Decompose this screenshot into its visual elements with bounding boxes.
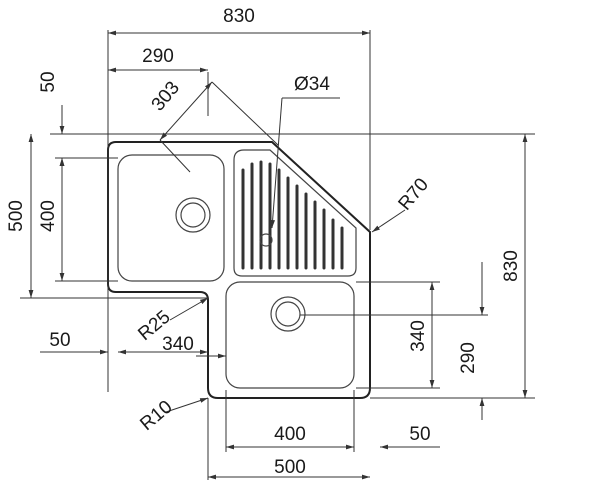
drainboard-drain bbox=[259, 233, 273, 247]
left-drain-inner bbox=[180, 202, 206, 228]
dim-bottom-offset: 290 bbox=[458, 342, 479, 374]
dim-side-strip: 50 bbox=[49, 330, 70, 351]
dimension-lines bbox=[28, 30, 528, 480]
dim-bottom-strip: 50 bbox=[409, 424, 430, 445]
dim-bottom-bowl: 400 bbox=[274, 424, 306, 445]
bottom-bowl bbox=[225, 281, 355, 389]
dim-bowl-height: 340 bbox=[408, 320, 429, 352]
dim-top-strip: 50 bbox=[38, 71, 59, 92]
dim-drain-diameter: Ø34 bbox=[294, 74, 330, 95]
dim-corner-radius: R70 bbox=[395, 174, 433, 214]
dim-left-bowl: 400 bbox=[38, 200, 59, 232]
dim-left-offset: 290 bbox=[142, 46, 174, 67]
bottom-drain-outer bbox=[270, 296, 306, 332]
extension-lines bbox=[20, 30, 535, 480]
dim-overall-width: 830 bbox=[223, 6, 255, 27]
drainboard-ribs bbox=[241, 160, 344, 270]
dim-bottom-total: 500 bbox=[274, 457, 306, 478]
dim-left-depth: 500 bbox=[6, 200, 27, 232]
dim-overall-height: 830 bbox=[501, 250, 522, 282]
dim-diagonal: 303 bbox=[148, 78, 184, 116]
dim-outer-radius: R10 bbox=[136, 397, 176, 435]
drainboard bbox=[233, 149, 357, 277]
left-drain-outer bbox=[175, 197, 211, 233]
sink-outline bbox=[107, 141, 371, 399]
left-bowl bbox=[117, 154, 225, 282]
dim-bowl-width: 340 bbox=[162, 334, 194, 355]
bottom-drain-inner bbox=[275, 301, 301, 327]
